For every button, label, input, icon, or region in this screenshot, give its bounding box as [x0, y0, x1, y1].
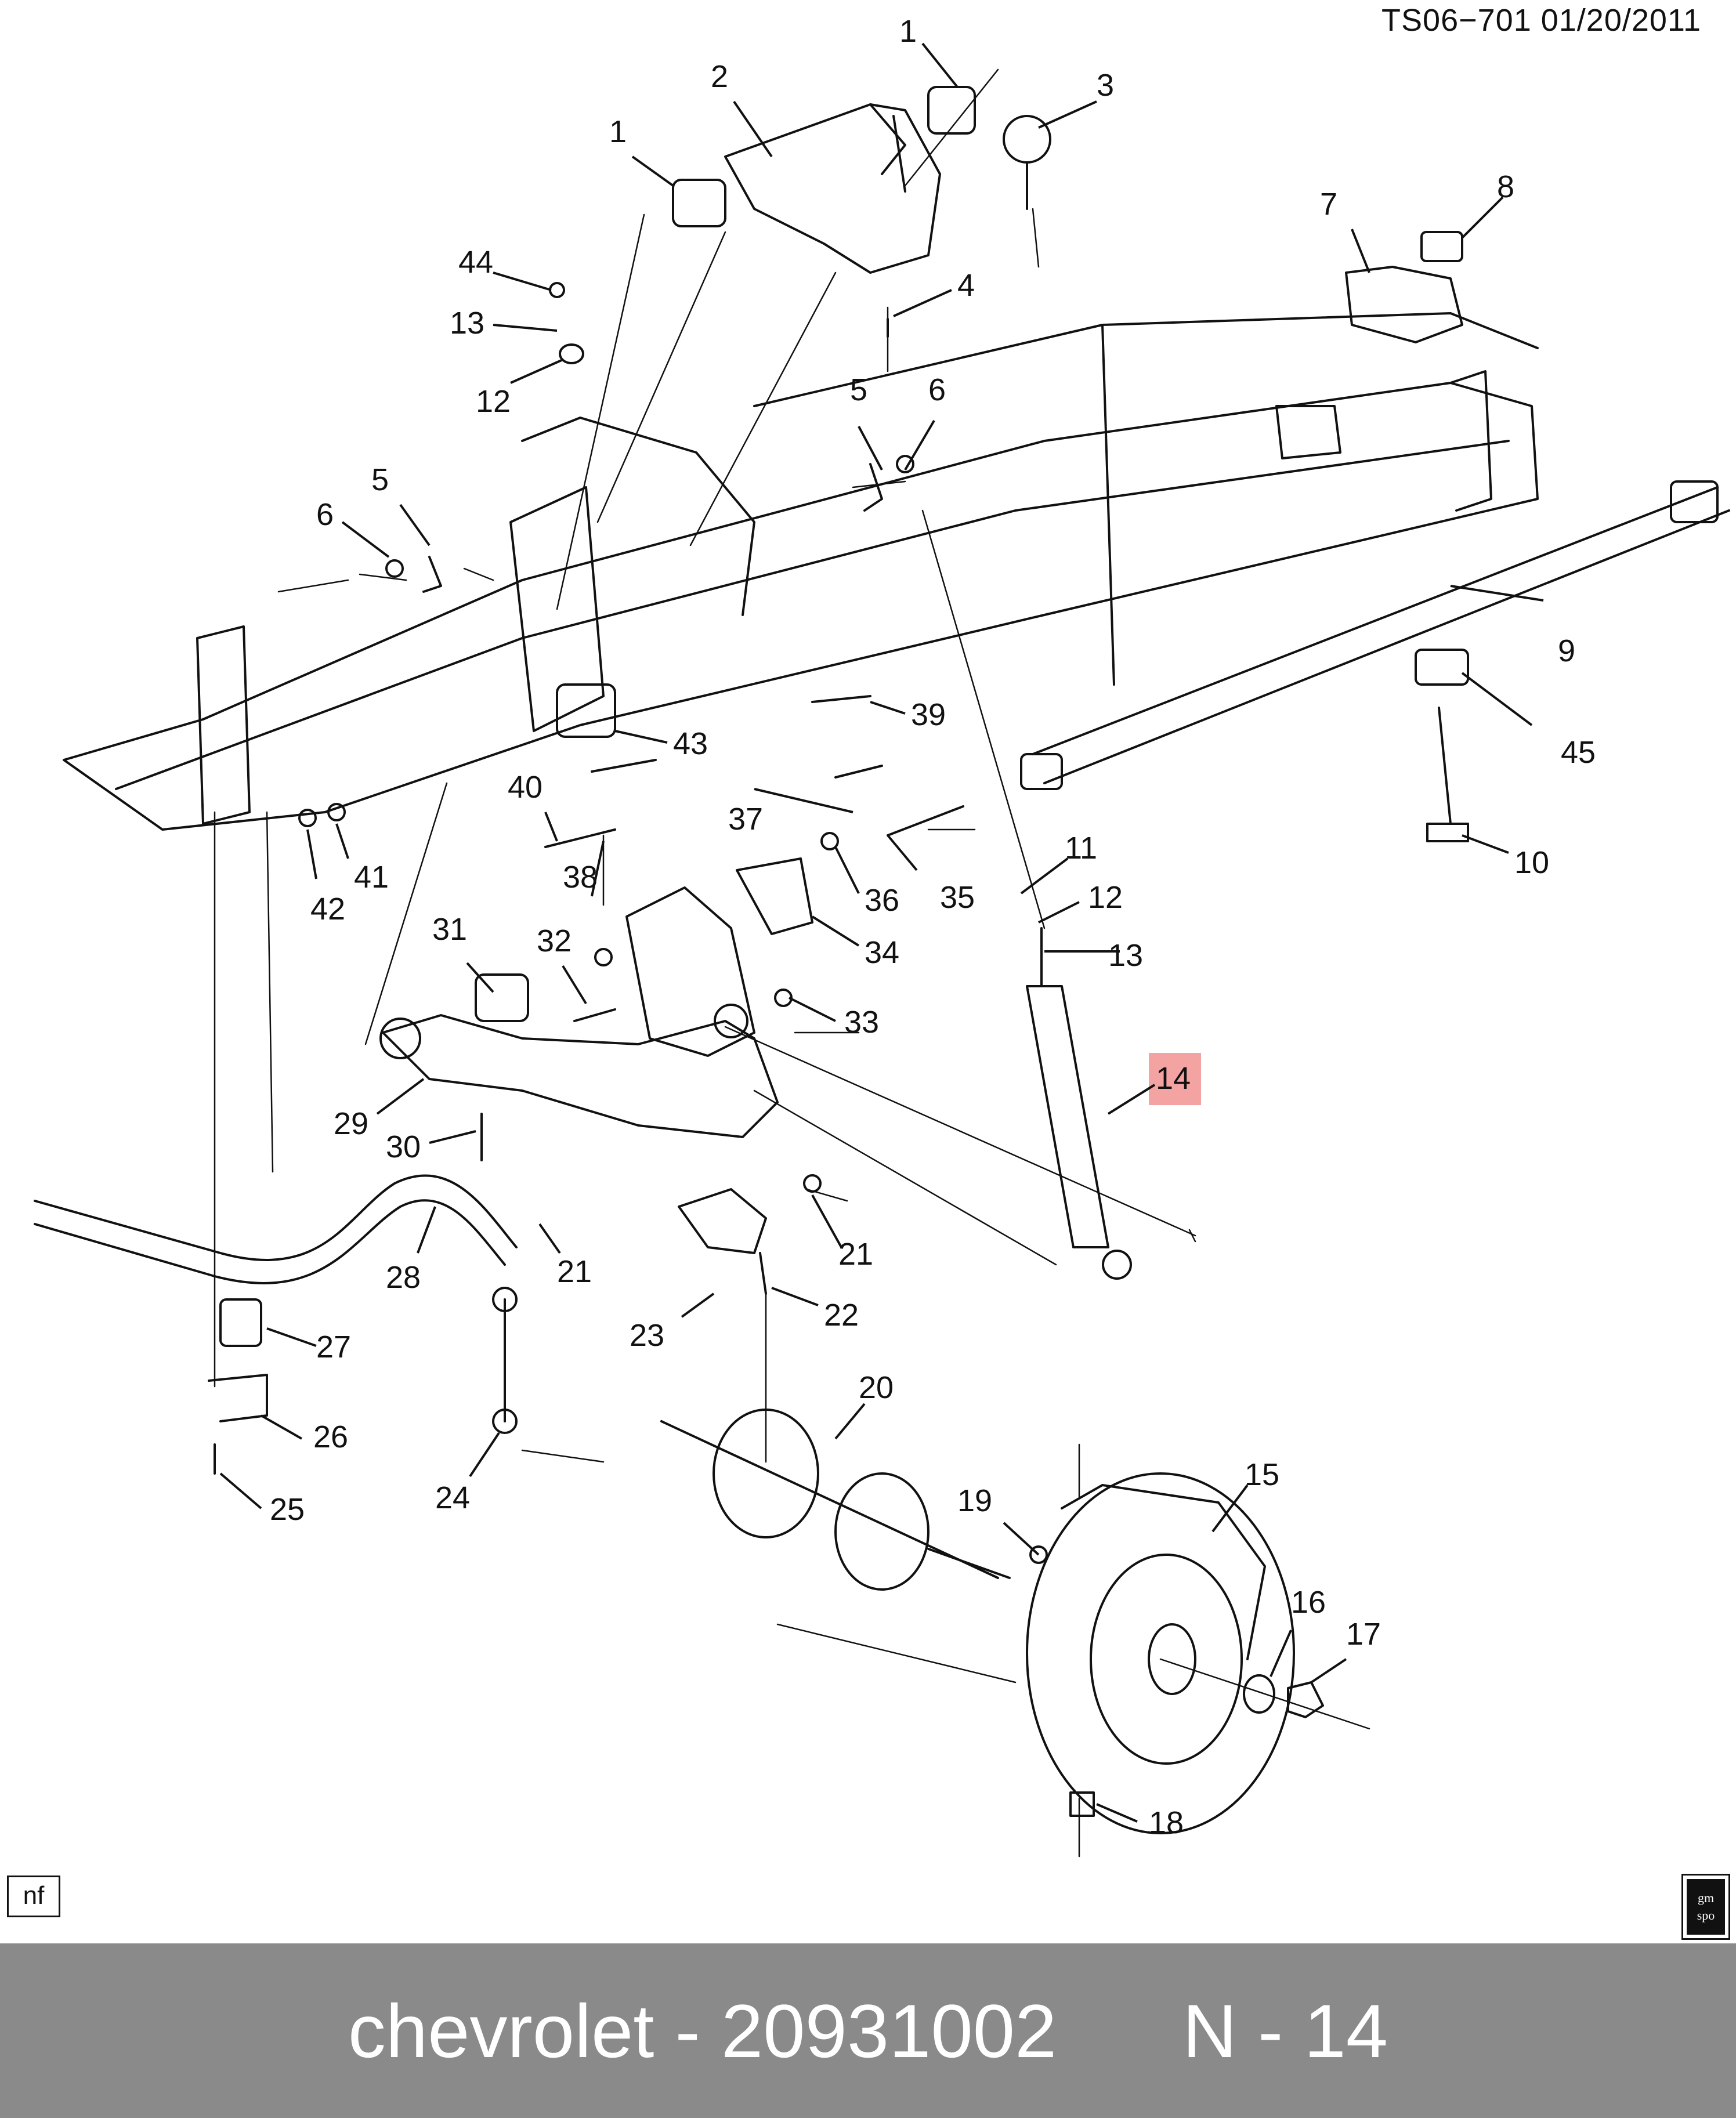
callout-7: 7 [1320, 187, 1337, 222]
bushing-upper-1 [672, 86, 976, 227]
callout-2: 2 [711, 59, 728, 94]
bushing-lower [475, 683, 616, 1022]
torsion-bar [1020, 480, 1730, 790]
fasteners [214, 115, 1048, 1564]
callout-17: 17 [1346, 1617, 1381, 1652]
callout-11: 11 [1065, 831, 1097, 866]
callout-28: 28 [386, 1260, 421, 1295]
callout-6: 6 [316, 497, 334, 532]
footer-position-code: N - 14 [1182, 1988, 1388, 2073]
callout-37: 37 [728, 802, 763, 837]
drive-axle [660, 1409, 1011, 1591]
callout-43: 43 [673, 726, 708, 761]
stabilizer-clamp [208, 1298, 268, 1422]
lower-arm-bracket [625, 857, 813, 1057]
callout-6: 6 [928, 372, 946, 407]
callout-21: 21 [557, 1254, 592, 1289]
footer-separator: - [654, 1988, 721, 2073]
stabilizer-bar [34, 1174, 518, 1284]
callout-27: 27 [316, 1330, 351, 1364]
guide-lines [214, 68, 1370, 1858]
callout-labels: 1 1 2 3 4 5 5 6 6 7 8 9 10 11 12 12 13 1… [270, 14, 1596, 1840]
callout-39: 39 [911, 697, 946, 732]
callout-16: 16 [1291, 1585, 1326, 1620]
callout-31: 31 [432, 912, 467, 947]
callout-10: 10 [1514, 845, 1549, 880]
suspension-exploded-diagram: 1 1 2 3 4 5 5 6 6 7 8 9 10 11 12 12 13 1… [34, 14, 1730, 1858]
callout-14: 14 [1156, 1061, 1191, 1096]
drawing-reference: TS06−701 01/20/2011 [1381, 3, 1701, 38]
callout-44: 44 [458, 245, 493, 280]
callout-12: 12 [1088, 880, 1123, 915]
callout-32: 32 [537, 924, 572, 958]
callout-36: 36 [865, 883, 899, 918]
callout-45: 45 [1561, 735, 1596, 770]
callout-33: 33 [844, 1005, 879, 1040]
callout-18: 18 [1149, 1805, 1184, 1840]
leader-lines [219, 42, 1544, 1823]
callout-41: 41 [354, 860, 389, 895]
footer-bar: chevrolet - 20931002 N - 14 [0, 1943, 1736, 2118]
callout-1: 1 [899, 14, 917, 49]
footer-part-number: 20931002 [721, 1988, 1057, 2073]
callout-21: 21 [838, 1237, 873, 1272]
callout-20: 20 [859, 1370, 894, 1405]
stabilizer-link [492, 1287, 518, 1434]
shock-absorber [1026, 927, 1132, 1280]
highlight-box-14 [1149, 1053, 1201, 1105]
footer-gap [1057, 1987, 1182, 2074]
callout-15: 15 [1245, 1457, 1279, 1492]
callout-34: 34 [865, 935, 899, 970]
callout-35: 35 [940, 880, 975, 915]
callout-5: 5 [850, 372, 867, 407]
callout-9: 9 [1558, 633, 1575, 668]
footer-brand: chevrolet [348, 1988, 654, 2073]
callout-24: 24 [435, 1480, 470, 1515]
torsion-bar-bolt [1415, 649, 1469, 842]
frame-bracket [1345, 231, 1463, 343]
callout-38: 38 [563, 860, 598, 895]
callout-22: 22 [824, 1298, 859, 1333]
callout-40: 40 [508, 770, 542, 805]
callout-42: 42 [310, 892, 345, 926]
hub-rotor [1026, 1472, 1295, 1834]
bottom-nut [1069, 1791, 1095, 1817]
nf-badge: nf [7, 1876, 60, 1917]
upper-control-arm [724, 103, 941, 274]
lower-control-arm [379, 1004, 779, 1138]
callout-26: 26 [313, 1420, 348, 1454]
callout-4: 4 [957, 268, 975, 303]
ball-joint-upper [1003, 115, 1051, 210]
callout-29: 29 [334, 1106, 368, 1141]
callout-19: 19 [957, 1483, 992, 1518]
callout-30: 30 [386, 1129, 421, 1164]
callout-23: 23 [630, 1318, 664, 1353]
callout-25: 25 [270, 1492, 305, 1527]
callout-5: 5 [371, 462, 389, 497]
callout-13: 13 [450, 306, 484, 341]
callout-13: 13 [1108, 938, 1143, 973]
ball-joint-lower [678, 1188, 767, 1295]
hub-washer-nut [1243, 1674, 1324, 1718]
callout-3: 3 [1097, 68, 1114, 103]
callout-12: 12 [476, 384, 511, 419]
frame-assembly [63, 312, 1539, 831]
callout-1: 1 [609, 114, 627, 149]
callout-8: 8 [1497, 169, 1514, 204]
